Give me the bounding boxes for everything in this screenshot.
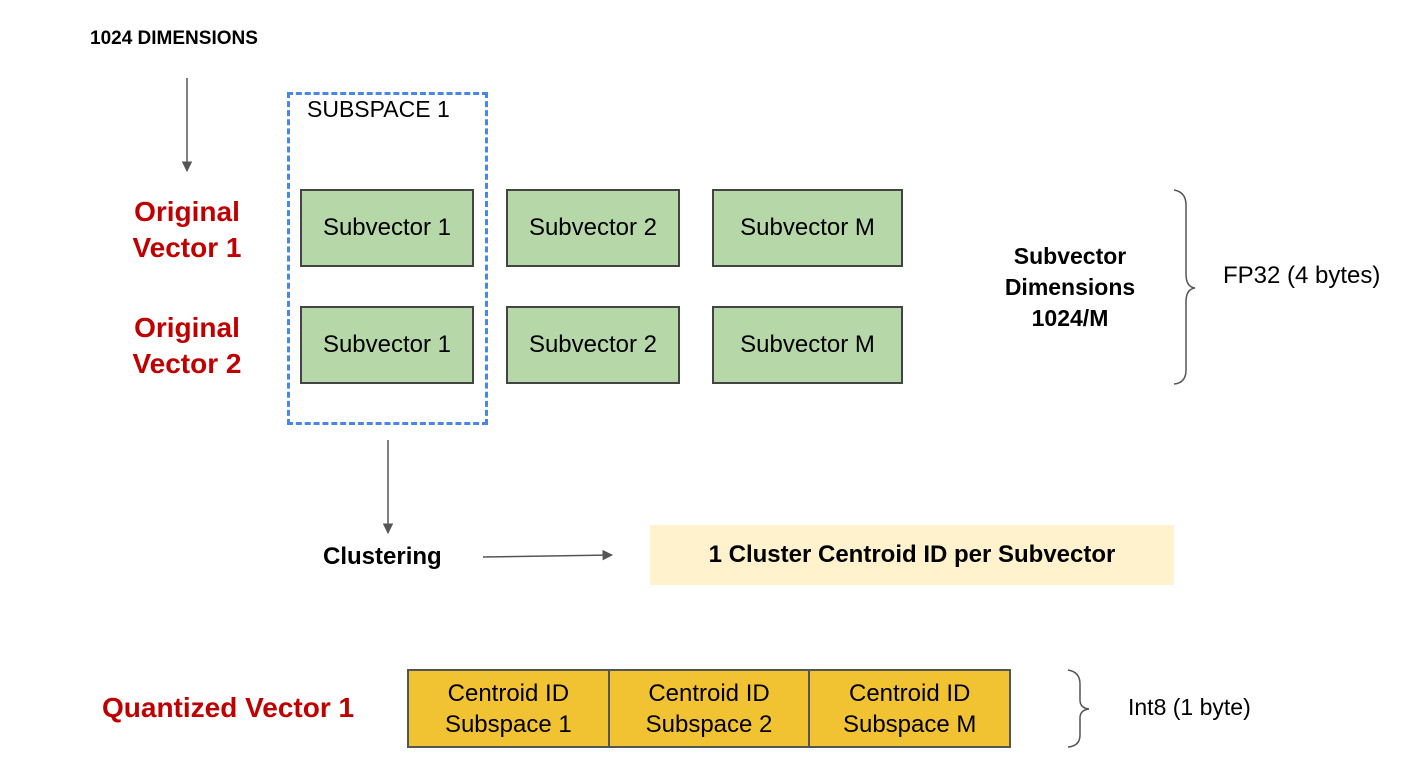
subvector-box: Subvector 2 xyxy=(506,189,680,267)
original-vector-2-label: Original Vector 2 xyxy=(120,310,254,382)
subvector-dimensions-label: Subvector Dimensions 1024/M xyxy=(990,241,1150,334)
dims-line3: 1024/M xyxy=(1031,305,1109,331)
centroid-banner: 1 Cluster Centroid ID per Subvector xyxy=(650,525,1174,585)
cell-line2: Subspace M xyxy=(842,710,977,738)
row-label-line2: Vector 1 xyxy=(132,232,242,263)
right-arrow-centroid xyxy=(482,549,614,561)
int8-label: Int8 (1 byte) xyxy=(1128,694,1251,720)
quantized-cell: Centroid ID Subspace 2 xyxy=(609,671,811,746)
cell-line2: Subspace 2 xyxy=(645,710,773,738)
subspace-box xyxy=(287,92,488,425)
subvector-box: Subvector 1 xyxy=(300,306,474,384)
cell-line1: Centroid ID xyxy=(648,679,770,707)
cell-line1: Centroid ID xyxy=(447,679,570,707)
row-label-line1: Original xyxy=(134,196,240,227)
subvector-box: Subvector 2 xyxy=(506,306,680,384)
cell-line1: Centroid ID xyxy=(848,679,971,707)
quantized-vector-label: Quantized Vector 1 xyxy=(102,692,355,723)
row-label-line1: Original xyxy=(134,312,240,343)
quantized-vector-row: Centroid ID Subspace 1 Centroid ID Subsp… xyxy=(407,669,1011,748)
dims-line2: Dimensions xyxy=(1004,274,1136,300)
row-label-line2: Vector 2 xyxy=(132,348,242,379)
quantized-cell: Centroid ID Subspace M xyxy=(810,671,1010,746)
subvector-box: Subvector 1 xyxy=(300,189,474,267)
fp32-label: FP32 (4 bytes) xyxy=(1223,262,1381,289)
subvector-box: Subvector M xyxy=(712,306,903,384)
subvector-box: Subvector M xyxy=(712,189,903,267)
dims-line1: Subvector xyxy=(1013,243,1127,269)
subspace-label: SUBSPACE 1 xyxy=(307,96,450,122)
clustering-label: Clustering xyxy=(323,543,442,570)
brace-fp32 xyxy=(1173,189,1196,385)
brace-int8 xyxy=(1067,669,1090,748)
dimensions-label: 1024 DIMENSIONS xyxy=(90,28,258,49)
quantized-cell: Centroid ID Subspace 1 xyxy=(409,671,610,746)
cell-line2: Subspace 1 xyxy=(444,710,572,738)
original-vector-1-label: Original Vector 1 xyxy=(120,194,254,266)
